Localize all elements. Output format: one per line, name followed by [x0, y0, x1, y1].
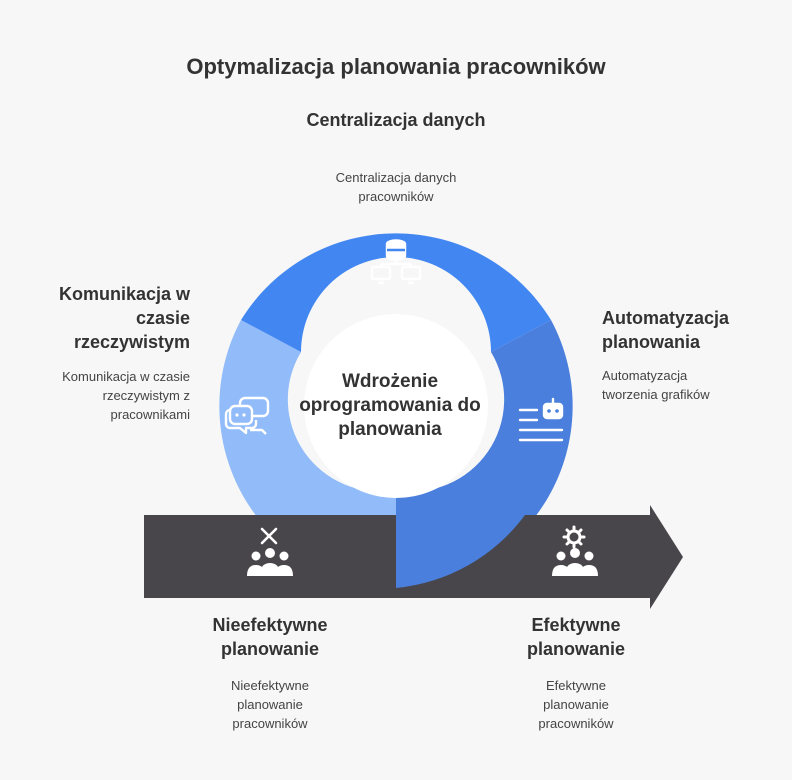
center-circle	[304, 314, 488, 498]
segment-automation-overlap	[396, 515, 525, 588]
segment-centralization	[241, 233, 551, 352]
automation-description: Automatyzacja tworzenia grafików	[602, 368, 710, 402]
robot-list-icon	[518, 397, 564, 442]
page-title: Optymalizacja planowania pracowników	[186, 54, 606, 79]
efficient-description: Efektywne planowanie pracowników	[538, 678, 614, 731]
chat-bubbles-icon	[224, 396, 270, 435]
efficient-heading: Efektywne planowanie	[526, 615, 625, 659]
centralization-heading: Centralizacja danych	[306, 110, 486, 130]
inefficient-description: Nieefektywne planowanie pracowników	[230, 678, 310, 731]
team-gear-icon	[552, 525, 598, 576]
communication-heading: Komunikacja w czasie rzeczywistym	[58, 284, 190, 352]
team-x-icon	[247, 527, 293, 576]
database-network-icon	[370, 239, 422, 285]
communication-description: Komunikacja w czasie rzeczywistym z prac…	[62, 369, 190, 422]
center-label: Wdrożenie oprogramowania do planowania	[299, 371, 481, 440]
inefficient-heading: Nieefektywne planowanie	[212, 615, 328, 659]
centralization-description: Centralizacja danych pracowników	[335, 170, 457, 204]
automation-heading: Automatyzacja planowania	[602, 308, 730, 352]
